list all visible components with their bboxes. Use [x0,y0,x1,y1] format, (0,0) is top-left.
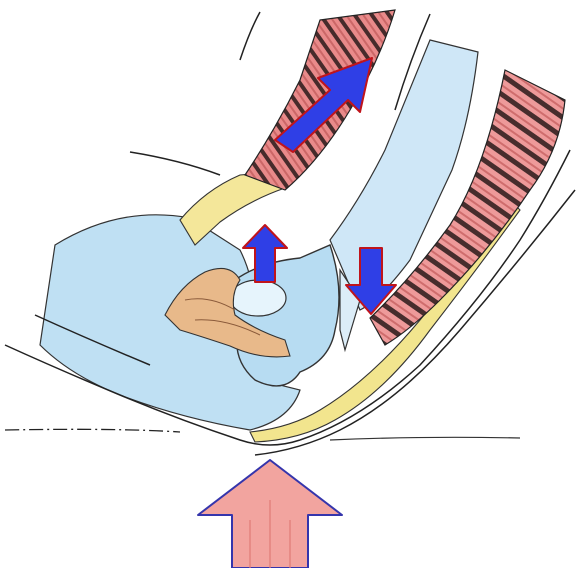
arrow-up-right-icon [274,57,373,153]
arrow-up-large-icon [197,459,343,568]
triceps-muscle [369,69,566,346]
arrow-down-icon [345,247,397,315]
skin-outline [4,11,576,456]
arrow-up-icon [242,224,288,283]
surface-line [4,428,521,441]
ligament-fibers [184,298,261,336]
joint-surface [229,279,287,317]
